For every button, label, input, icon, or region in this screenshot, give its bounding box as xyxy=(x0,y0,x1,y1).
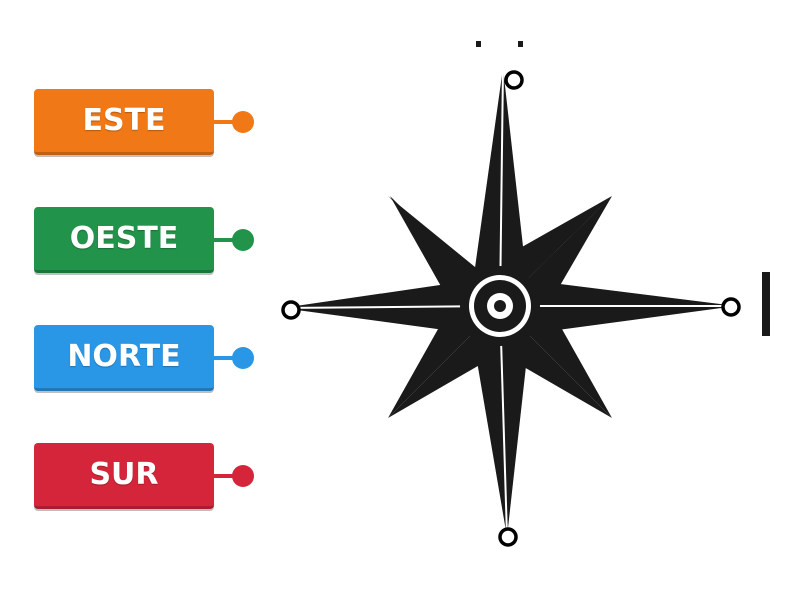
connector-line xyxy=(212,356,244,360)
connector-line xyxy=(212,474,244,478)
label-item-este[interactable]: ESTE xyxy=(34,89,264,157)
connector-dot[interactable] xyxy=(232,347,254,369)
connector-line xyxy=(212,120,244,124)
drop-target-left[interactable] xyxy=(281,300,301,320)
label-este-button[interactable]: ESTE xyxy=(34,89,214,155)
label-sur-button[interactable]: SUR xyxy=(34,443,214,509)
label-item-oeste[interactable]: OESTE xyxy=(34,207,264,275)
connector-line xyxy=(212,238,244,242)
drop-target-right[interactable] xyxy=(721,297,741,317)
label-norte-button[interactable]: NORTE xyxy=(34,325,214,391)
connector-dot[interactable] xyxy=(232,465,254,487)
label-item-sur[interactable]: SUR xyxy=(34,443,264,511)
compass-rose-image xyxy=(281,41,770,547)
connector-dot[interactable] xyxy=(232,111,254,133)
connector-dot[interactable] xyxy=(232,229,254,251)
drop-target-top[interactable] xyxy=(504,70,524,90)
label-oeste-button[interactable]: OESTE xyxy=(34,207,214,273)
label-item-norte[interactable]: NORTE xyxy=(34,325,264,393)
drop-target-bottom[interactable] xyxy=(498,527,518,547)
compass-rose-icon xyxy=(281,41,770,538)
